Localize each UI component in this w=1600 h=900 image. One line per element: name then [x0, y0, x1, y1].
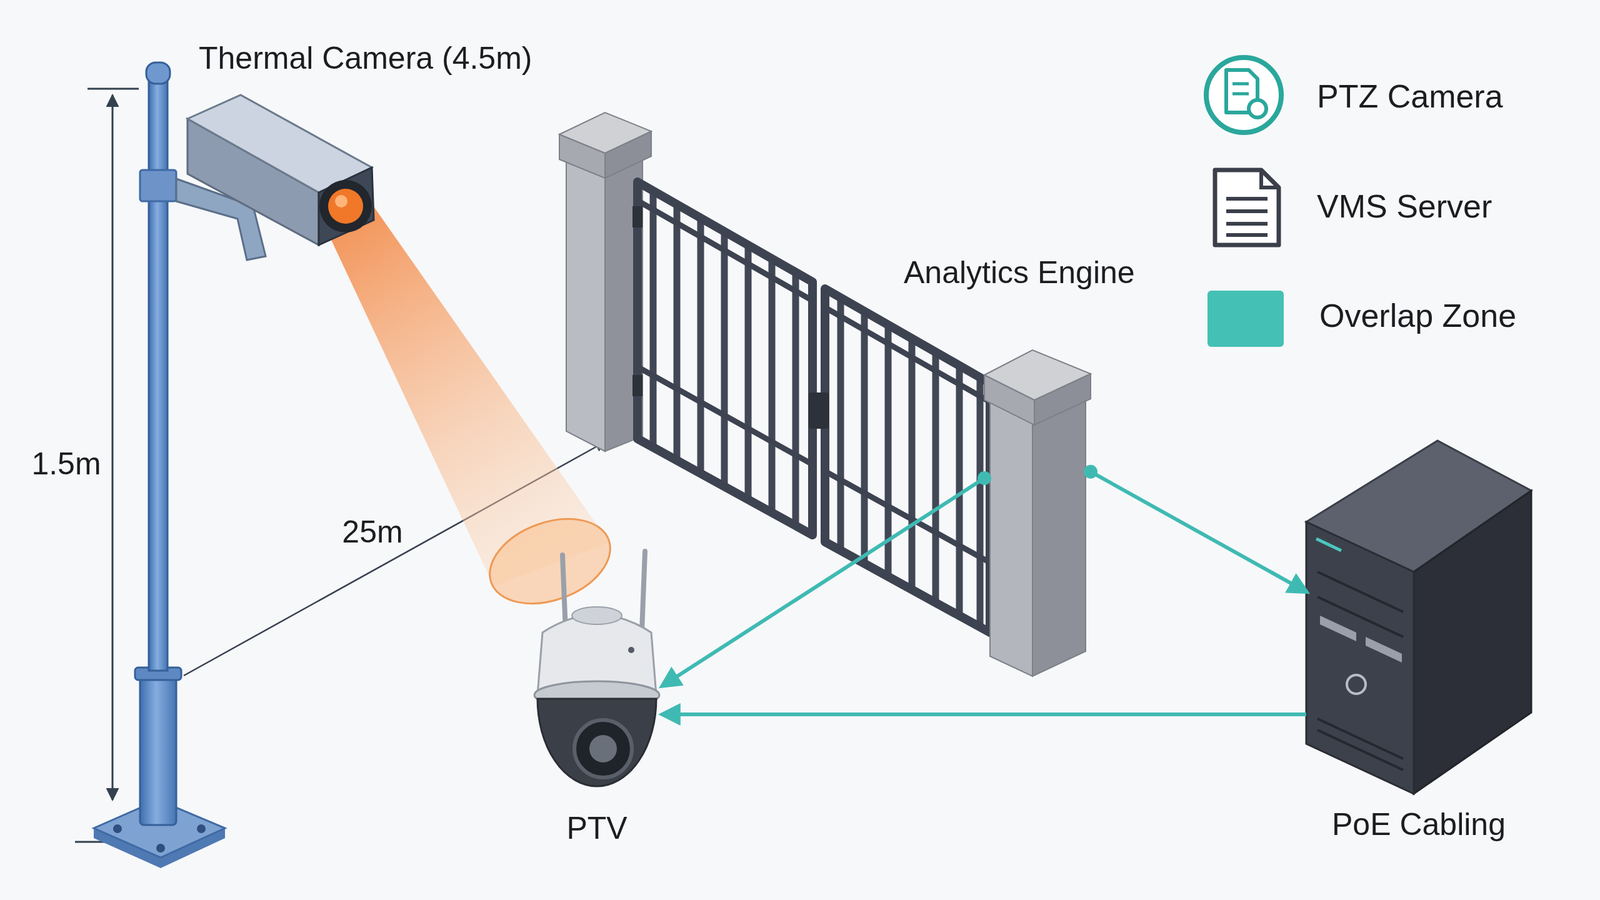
drive-bay [1365, 636, 1402, 663]
gate-bar [721, 231, 729, 487]
gate-bar [976, 377, 984, 627]
legend-server-icon [1226, 221, 1268, 226]
legend-server-icon [1226, 209, 1268, 214]
gate-bar [792, 272, 800, 526]
gate-rail [637, 200, 813, 301]
legend-label: Overlap Zone [1319, 297, 1517, 335]
pillar-cap [984, 350, 1091, 400]
bolt [196, 824, 206, 834]
dimension-label: 25m [341, 514, 403, 551]
server-front [1306, 521, 1414, 794]
gate-frame [637, 181, 813, 535]
ptz-camera: PTV [531, 543, 663, 850]
legend-swatch [1207, 290, 1284, 347]
legend-server-icon [1261, 170, 1279, 188]
pole-upper [148, 73, 168, 671]
node-label: Analytics Engine [903, 255, 1135, 292]
connector-dot [977, 471, 992, 485]
legend-ptz-icon [1232, 82, 1249, 86]
node-label: PTV [531, 810, 663, 847]
gate-hinge [632, 375, 643, 397]
node-label: Thermal Camera (4.5m) [198, 40, 532, 77]
pole-lower [140, 675, 177, 825]
lens-ring [319, 180, 372, 233]
legend-label: VMS Server [1316, 188, 1492, 226]
gate-bar [956, 365, 964, 616]
thermal-camera: Thermal Camera (4.5m) [187, 37, 575, 250]
poe-connector [662, 478, 985, 686]
bolt [156, 843, 165, 853]
pole-cap [146, 62, 170, 84]
node-label: PoE Cabling [1306, 806, 1532, 844]
gate-rail [637, 366, 813, 465]
server-slot [1317, 596, 1404, 637]
ptz-lens [589, 735, 617, 763]
connector-dot [1083, 465, 1098, 479]
camera-top [187, 95, 372, 193]
legend-ptz-icon [1232, 92, 1249, 96]
legend-ptz-icon [1248, 100, 1267, 118]
vms-server: PoE Cabling [1306, 437, 1532, 850]
gate-bar [673, 204, 681, 461]
gate-bar [885, 325, 892, 577]
legend-label: PTZ Camera [1316, 78, 1504, 116]
legend-server-icon [1226, 196, 1268, 201]
dimension-line [111, 95, 114, 800]
dimension-tick [87, 88, 139, 90]
server-slot [1317, 571, 1404, 612]
gate-rail [825, 471, 990, 563]
ptz-dome [537, 698, 657, 787]
analytics-pillar: Analytics Engine [984, 350, 1091, 677]
ptz-indicator [628, 646, 635, 654]
gate-bar [650, 190, 657, 448]
gate-latch [808, 392, 829, 429]
server-vent [1317, 718, 1404, 759]
gate-bar [932, 351, 940, 603]
gate-bar [908, 338, 916, 590]
gate-bar [768, 258, 776, 513]
pillar-cap [559, 112, 652, 154]
thermal-lens [328, 188, 364, 224]
pillar-face [990, 400, 1033, 677]
server-side [1413, 490, 1532, 794]
gate-bar [837, 298, 845, 551]
gate-bar [861, 311, 869, 564]
detection-spot [478, 503, 622, 620]
pillar-face [566, 156, 605, 452]
poe-connector [662, 712, 1307, 717]
camera-front [318, 167, 374, 245]
legend-server-icon [1215, 170, 1279, 245]
dimension-label: 1.5m [31, 446, 101, 483]
pole-clamp [140, 170, 177, 202]
bolt [113, 824, 122, 834]
pillar-face [1032, 395, 1086, 677]
server-vent [1317, 730, 1404, 770]
gate-hinge [632, 206, 643, 228]
gate-rail [825, 307, 990, 402]
ptz-top [571, 606, 622, 625]
gate-bar [697, 218, 705, 474]
antenna [641, 551, 645, 632]
server-led [1316, 538, 1342, 551]
ptz-lens-ring [574, 720, 632, 778]
legend-ptz-icon [1206, 57, 1282, 133]
legend-server-icon [1226, 233, 1268, 237]
drive-bay [1320, 615, 1357, 642]
poe-connector [1090, 471, 1307, 592]
power-button [1346, 675, 1366, 694]
gate-frame [825, 288, 990, 633]
gate-bar [745, 245, 752, 500]
lens-glint [335, 195, 348, 208]
